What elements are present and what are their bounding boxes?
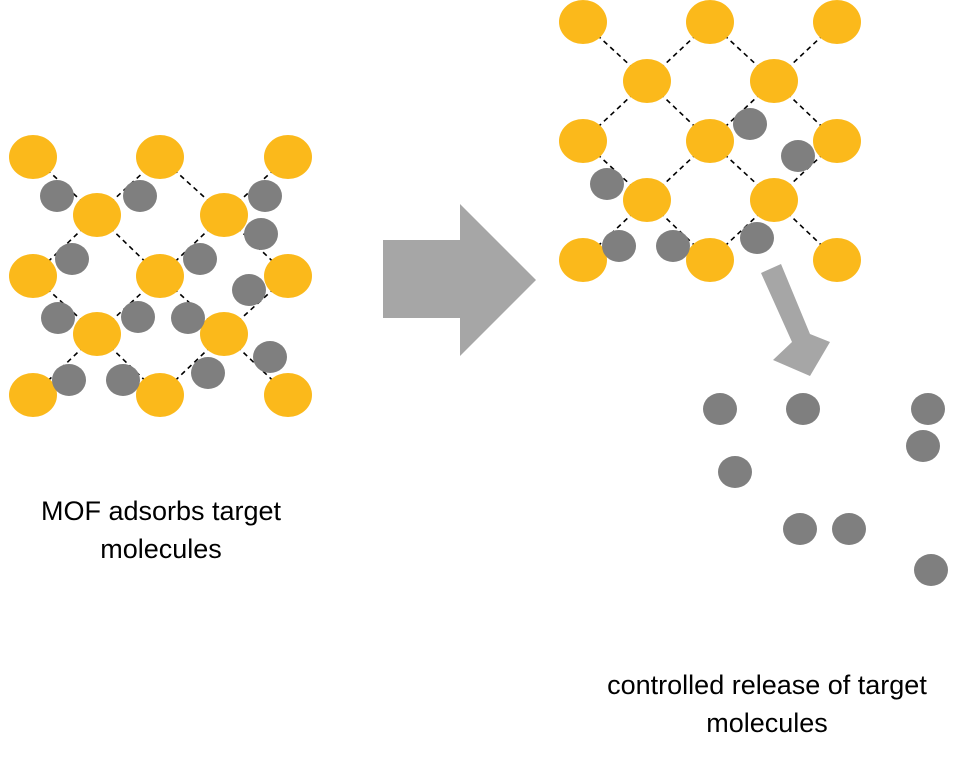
molecule [781,140,815,172]
molecule [183,243,217,275]
molecule [232,274,266,306]
metal-node [136,135,184,179]
molecule [41,302,75,334]
metal-node [559,238,607,282]
metal-node [686,238,734,282]
adsorption-caption: MOF adsorbs target molecules [10,492,312,568]
molecule [253,341,287,373]
molecule [123,180,157,212]
metal-node [264,135,312,179]
metal-node [136,373,184,417]
metal-node [200,312,248,356]
metal-node [73,193,121,237]
molecule [590,168,624,200]
metal-node [686,119,734,163]
release-caption: controlled release of target molecules [572,666,962,742]
molecule [244,218,278,250]
released-molecule [914,554,948,586]
metal-node [264,254,312,298]
released-molecule [703,393,737,425]
released-molecule [906,430,940,462]
release-caption-line-2: molecules [706,708,828,738]
remaining-molecules [590,108,815,262]
molecule [602,230,636,262]
metal-node [750,178,798,222]
metal-node [813,119,861,163]
metal-node [200,193,248,237]
molecule [40,180,74,212]
molecule [106,364,140,396]
metal-node [813,238,861,282]
molecule [171,302,205,334]
metal-node [9,254,57,298]
metal-node [9,135,57,179]
metal-node [813,0,861,44]
metal-node [623,178,671,222]
released-molecule [783,513,817,545]
adsorption-caption-line-2: molecules [100,534,222,564]
molecule [733,108,767,140]
molecule [191,357,225,389]
molecule [121,301,155,333]
metal-node [559,119,607,163]
metal-node [559,0,607,44]
right-framework-metal-nodes [559,0,861,282]
left-framework-metal-nodes [9,135,312,417]
released-molecule [786,393,820,425]
molecule [656,230,690,262]
metal-node [136,254,184,298]
metal-node [73,312,121,356]
release-arrow-icon [761,264,830,376]
molecule [248,180,282,212]
molecule [740,222,774,254]
metal-node [623,59,671,103]
released-molecules [703,393,948,586]
adsorbed-molecules [40,180,287,396]
release-caption-line-1: controlled release of target [607,670,927,700]
block-arrow-right-icon [383,204,536,356]
released-molecule [911,393,945,425]
molecule [55,243,89,275]
metal-node [264,373,312,417]
metal-node [686,0,734,44]
metal-node [750,59,798,103]
molecule [52,364,86,396]
released-molecule [832,513,866,545]
metal-node [9,373,57,417]
released-molecule [718,456,752,488]
adsorption-caption-line-1: MOF adsorbs target [40,496,282,526]
